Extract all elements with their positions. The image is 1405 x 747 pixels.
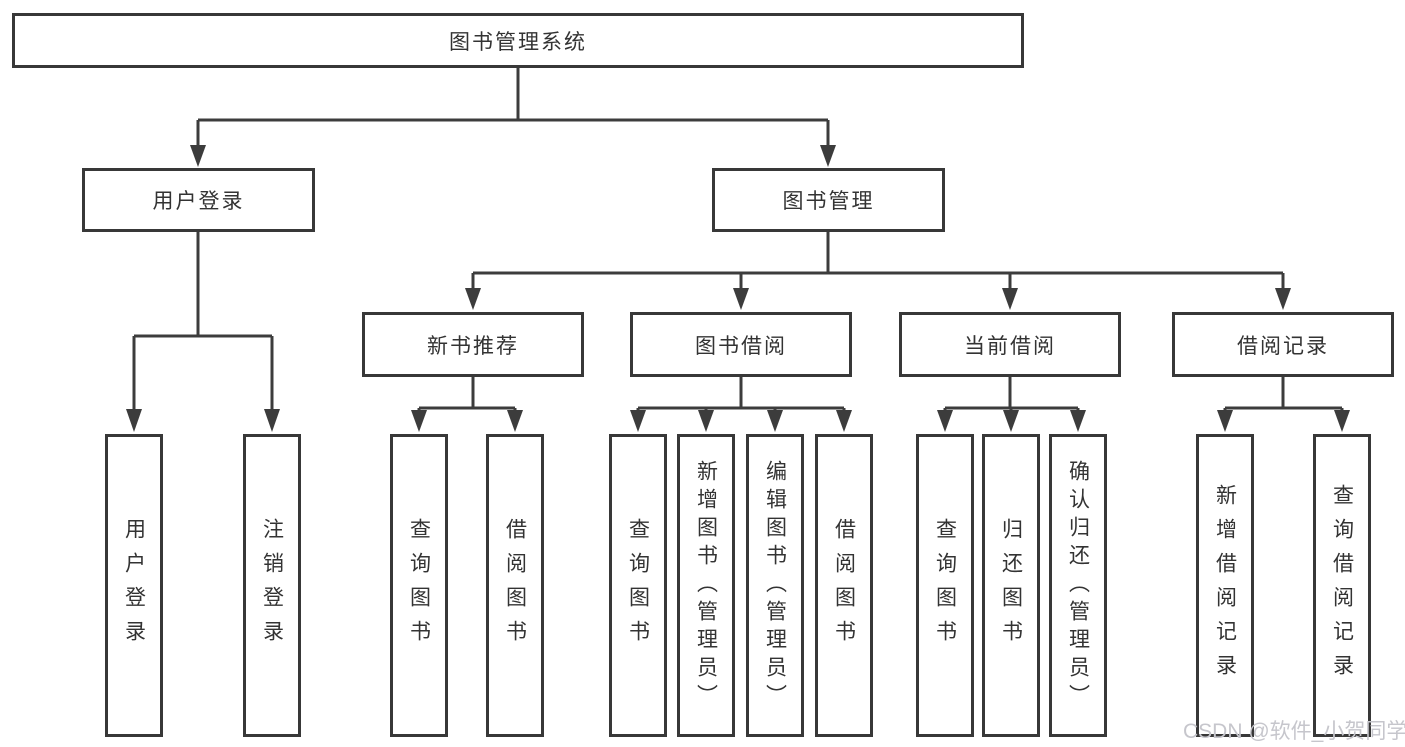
node-leaf-query-borrow-record: 查询借阅记录 bbox=[1313, 434, 1371, 737]
node-leaf-query-books-borrowing-label: 查询图书 bbox=[626, 517, 650, 654]
node-leaf-query-books-borrowing: 查询图书 bbox=[609, 434, 667, 737]
node-leaf-query-books-current: 查询图书 bbox=[916, 434, 974, 737]
node-new-book-recommend: 新书推荐 bbox=[362, 312, 584, 377]
node-user-login: 用户登录 bbox=[82, 168, 315, 232]
node-leaf-add-book-admin-label: 新增图书（管理员） bbox=[694, 459, 718, 712]
node-leaf-add-borrow-record: 新增借阅记录 bbox=[1196, 434, 1254, 737]
node-leaf-user-login: 用户登录 bbox=[105, 434, 163, 737]
node-leaf-query-books-recommend-label: 查询图书 bbox=[407, 517, 431, 654]
node-leaf-add-borrow-record-label: 新增借阅记录 bbox=[1213, 483, 1237, 688]
node-book-management: 图书管理 bbox=[712, 168, 945, 232]
node-current-borrowing-label: 当前借阅 bbox=[964, 334, 1056, 358]
node-leaf-borrow-books-recommend-label: 借阅图书 bbox=[503, 517, 527, 654]
node-new-book-recommend-label: 新书推荐 bbox=[427, 334, 519, 358]
node-book-management-label: 图书管理 bbox=[782, 190, 875, 213]
node-library-system: 图书管理系统 bbox=[12, 13, 1024, 68]
node-library-system-label: 图书管理系统 bbox=[449, 30, 587, 54]
node-book-borrowing-label: 图书借阅 bbox=[695, 334, 787, 358]
node-leaf-logout: 注销登录 bbox=[243, 434, 301, 737]
node-leaf-confirm-return-admin: 确认归还（管理员） bbox=[1049, 434, 1107, 737]
node-leaf-return-book: 归还图书 bbox=[982, 434, 1040, 737]
node-leaf-return-book-label: 归还图书 bbox=[999, 517, 1023, 654]
node-leaf-edit-book-admin-label: 编辑图书（管理员） bbox=[763, 459, 787, 712]
node-book-borrowing: 图书借阅 bbox=[630, 312, 852, 377]
node-leaf-borrow-books: 借阅图书 bbox=[815, 434, 873, 737]
node-leaf-user-login-label: 用户登录 bbox=[122, 517, 146, 654]
node-leaf-borrow-books-recommend: 借阅图书 bbox=[486, 434, 544, 737]
node-leaf-borrow-books-label: 借阅图书 bbox=[832, 517, 856, 654]
node-user-login-label: 用户登录 bbox=[152, 190, 245, 213]
node-leaf-query-books-recommend: 查询图书 bbox=[390, 434, 448, 737]
node-borrow-records-label: 借阅记录 bbox=[1237, 334, 1329, 358]
node-current-borrowing: 当前借阅 bbox=[899, 312, 1121, 377]
node-leaf-query-books-current-label: 查询图书 bbox=[933, 517, 957, 654]
node-leaf-confirm-return-admin-label: 确认归还（管理员） bbox=[1066, 459, 1090, 712]
node-leaf-query-borrow-record-label: 查询借阅记录 bbox=[1330, 483, 1354, 688]
csdn-watermark: CSDN @软件_小贺同学 bbox=[1183, 720, 1405, 743]
node-leaf-logout-label: 注销登录 bbox=[260, 517, 284, 654]
node-leaf-edit-book-admin: 编辑图书（管理员） bbox=[746, 434, 804, 737]
node-borrow-records: 借阅记录 bbox=[1172, 312, 1394, 377]
node-leaf-add-book-admin: 新增图书（管理员） bbox=[677, 434, 735, 737]
